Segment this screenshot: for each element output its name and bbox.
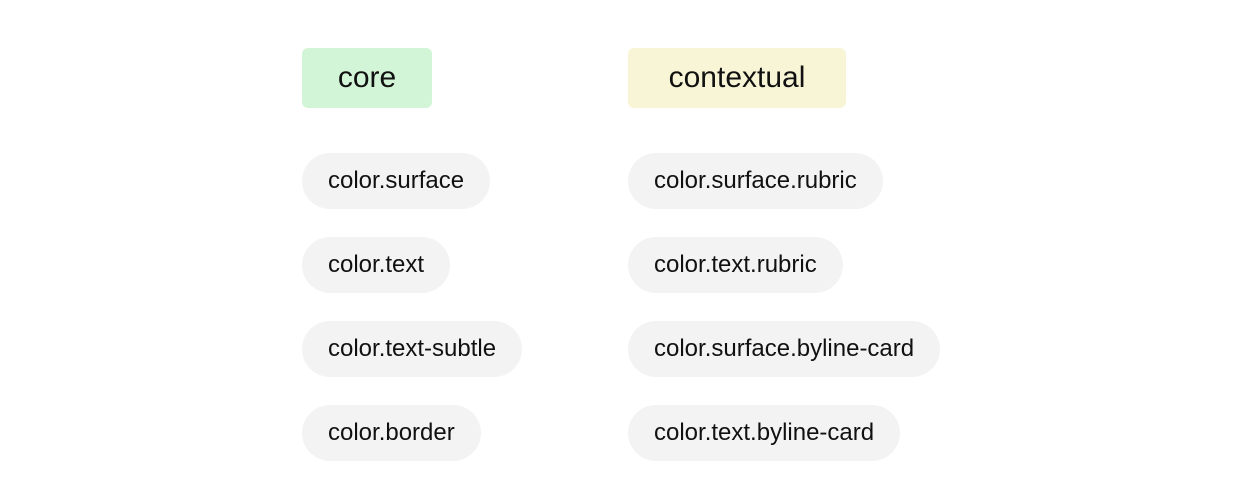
list-item: color.text.byline-card	[628, 405, 940, 489]
list-item: color.surface	[302, 153, 522, 237]
list-item: color.text.rubric	[628, 237, 940, 321]
core-token-list: color.surface color.text color.text-subt…	[302, 153, 523, 489]
list-item: color.text-subtle	[302, 321, 523, 405]
contextual-column: contextual color.surface.rubric color.te…	[628, 48, 941, 461]
token-pill: color.text.byline-card	[628, 405, 901, 461]
token-pill: color.text.rubric	[628, 237, 843, 293]
list-item: color.text	[302, 237, 522, 321]
token-pill: color.text-subtle	[302, 321, 523, 377]
core-column: core color.surface color.text color.text…	[302, 48, 523, 461]
token-pill: color.border	[302, 405, 481, 461]
list-item: color.border	[302, 405, 522, 489]
token-pill: color.surface.rubric	[628, 153, 883, 209]
core-header-tag: core	[302, 48, 432, 108]
token-pill: color.surface.byline-card	[628, 321, 941, 377]
list-item: color.surface.byline-card	[628, 321, 941, 405]
token-pill: color.surface	[302, 153, 491, 209]
token-pill: color.text	[302, 237, 451, 293]
contextual-header-tag: contextual	[628, 48, 846, 108]
contextual-token-list: color.surface.rubric color.text.rubric c…	[628, 153, 941, 489]
list-item: color.surface.rubric	[628, 153, 940, 237]
